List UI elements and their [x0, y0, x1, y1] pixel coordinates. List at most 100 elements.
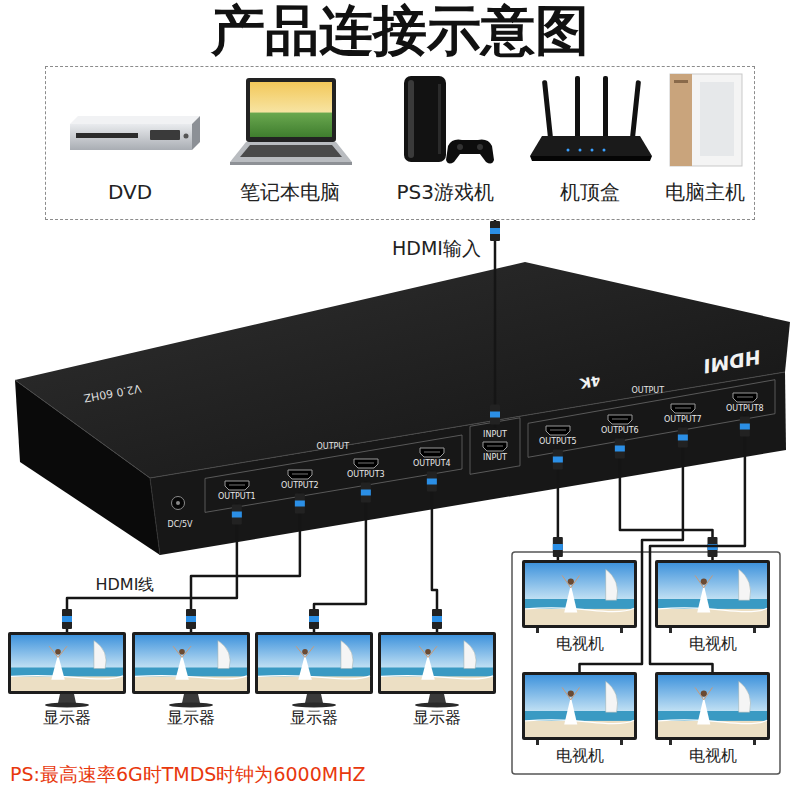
- drawing-part: [425, 649, 431, 655]
- drawing-part: [76, 133, 138, 138]
- drawing-part: [358, 462, 374, 464]
- drawing-part: [525, 675, 634, 737]
- splitter-marking: HDMI: [702, 345, 763, 377]
- drawing-part: [218, 641, 230, 669]
- drawing-part: [603, 76, 608, 138]
- tv-group-frame: [512, 552, 780, 774]
- hdmi-port: OUTPUT7: [661, 400, 705, 427]
- drawing-part: [51, 655, 65, 680]
- drawing-part: [612, 418, 628, 420]
- drawing-part: [183, 133, 188, 138]
- drawing-part: [309, 616, 319, 622]
- monitor: 显示器: [132, 632, 250, 727]
- drawing-part: [522, 672, 637, 740]
- hdmi-port: OUTPUT3: [344, 455, 388, 482]
- device-label: 笔记本电脑: [240, 181, 340, 204]
- drawing-part: [446, 139, 494, 163]
- port-label: OUTPUT1: [218, 492, 256, 502]
- splitter-marking: V2.0 60HZ: [82, 381, 142, 404]
- drawing-part: [678, 428, 688, 448]
- drawing-part: [578, 148, 581, 151]
- drawing-part: [305, 694, 323, 703]
- drawing-part: [753, 628, 756, 633]
- port-label: OUTPUT4: [413, 459, 451, 469]
- drawing-part: [225, 481, 249, 490]
- port-label: INPUT: [482, 430, 508, 440]
- drawing-part: [150, 130, 180, 140]
- monitor: 显示器: [8, 632, 126, 727]
- drawing-part: [550, 429, 566, 431]
- drawing-part: [483, 442, 507, 451]
- hdmi-cable: [494, 220, 497, 428]
- drawing-part: [562, 687, 579, 699]
- drawing-part: [298, 655, 312, 680]
- hdmi-splitter: HDMI4KV2.0 60HZOUTPUTOUTPUTDC/5VOUTPUT1O…: [10, 255, 795, 560]
- drawing-part: [615, 446, 625, 452]
- drawing-part: [150, 478, 160, 555]
- drawing-part: [733, 393, 757, 402]
- hdmi-plug: [490, 221, 500, 241]
- source-device-group: DVD笔记本电脑PS3游戏机机顶盒电脑主机: [45, 66, 755, 220]
- drawing-part: [250, 82, 332, 137]
- drawing-part: [608, 415, 632, 424]
- drawing-part: [740, 424, 750, 430]
- hdmi-port-icon: [732, 392, 758, 403]
- hdmi-plug: [361, 483, 371, 503]
- drawing-part: [132, 632, 250, 694]
- drawing-part: [658, 608, 767, 612]
- tv-set: 电视机: [655, 672, 770, 765]
- device-label: DVD: [108, 181, 152, 204]
- hdmi-port: OUTPUT4: [410, 444, 454, 471]
- drawing-part: [695, 687, 712, 699]
- tv-picture: [655, 672, 770, 746]
- drawing-part: [700, 82, 734, 156]
- device-label: PS3游戏机: [397, 181, 494, 204]
- drawing-part: [678, 435, 688, 441]
- drawing-part: [655, 672, 770, 740]
- drawing-part: [229, 484, 245, 486]
- drawing-part: [176, 501, 180, 505]
- port-label: OUTPUT6: [601, 426, 639, 436]
- drawing-part: [575, 76, 580, 138]
- drawing-part: [525, 720, 634, 724]
- hdmi-plug: [432, 609, 442, 629]
- drawing-part: [172, 497, 185, 510]
- drawing-part: [255, 632, 373, 694]
- drawing-part: [553, 450, 563, 470]
- splitter-marking: OUTPUT: [317, 442, 350, 451]
- drawing-part: [11, 676, 123, 679]
- drawing-part: [546, 426, 570, 435]
- drawing-part: [562, 575, 579, 587]
- drawing-part: [62, 609, 72, 629]
- drawing-part: [553, 537, 563, 557]
- drawing-part: [564, 585, 577, 613]
- drawing-part: [528, 380, 775, 458]
- port-label: OUTPUT3: [347, 470, 385, 480]
- drawing-part: [381, 676, 493, 679]
- monitor: 显示器: [255, 632, 373, 727]
- drawing-part: [536, 740, 539, 745]
- drawing-part: [240, 145, 342, 157]
- drawing-part: [182, 694, 200, 703]
- tv-set: 电视机: [655, 560, 770, 653]
- drawing-part: [737, 396, 753, 398]
- drawing-part: [424, 451, 440, 453]
- drawing-part: [169, 703, 213, 708]
- drawing-part: [490, 405, 500, 425]
- drawing-part: [381, 635, 493, 691]
- hdmi-plug: [553, 450, 563, 470]
- hdmi-plug: [553, 537, 563, 557]
- hdmi-port: OUTPUT2: [278, 466, 322, 493]
- drawing-part: [230, 142, 352, 162]
- monitor-picture: [8, 632, 126, 708]
- drawing-part: [292, 473, 308, 475]
- drawing-part: [11, 635, 123, 691]
- port-label: INPUT: [482, 453, 508, 463]
- drawing-part: [258, 676, 370, 679]
- cable-label: HDMI输入: [389, 238, 484, 260]
- splitter-marking: OUTPUT: [632, 386, 665, 395]
- port-label: OUTPUT5: [539, 437, 577, 447]
- port-label: OUTPUT7: [664, 415, 702, 425]
- drawing-part: [232, 505, 242, 525]
- drawing-part: [354, 459, 378, 468]
